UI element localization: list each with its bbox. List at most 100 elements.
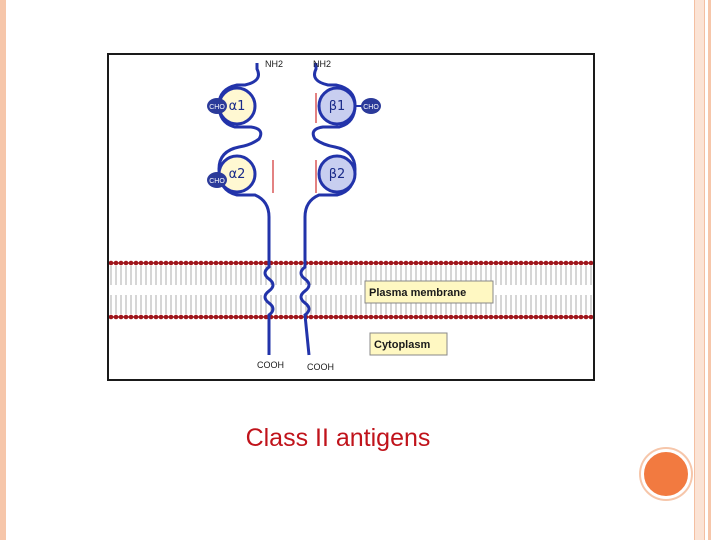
lipid-head — [293, 314, 299, 320]
lipid-head — [193, 260, 199, 266]
lipid-head — [578, 314, 584, 320]
lipid-head — [163, 314, 169, 320]
alpha-n-terminus: NH2 — [265, 59, 283, 69]
lipid-head — [543, 314, 549, 320]
lipid-head — [333, 314, 339, 320]
lipid-head — [228, 260, 234, 266]
lipid-head — [378, 260, 384, 266]
lipid-head — [413, 260, 419, 266]
cho-alpha1-label: CHO — [209, 104, 225, 111]
lipid-head — [458, 314, 464, 320]
lipid-head — [208, 314, 214, 320]
decorative-orange-circle — [641, 449, 691, 499]
slide-left-edge — [0, 0, 6, 540]
lipid-head — [153, 314, 159, 320]
cho-alpha1 — [207, 98, 227, 114]
lipid-head — [248, 260, 254, 266]
lipid-head — [578, 260, 584, 266]
lipid-head — [378, 314, 384, 320]
lipid-head — [178, 260, 184, 266]
terminus-labels: NH2 NH2 COOH COOH — [257, 59, 334, 372]
lipid-head — [148, 260, 154, 266]
lipid-head — [468, 260, 474, 266]
lipid-head — [358, 314, 364, 320]
lipid-head — [353, 314, 359, 320]
lipid-head — [483, 260, 489, 266]
lipid-head — [508, 260, 514, 266]
lipid-head — [473, 314, 479, 320]
lipid-head — [243, 314, 249, 320]
lipid-head — [443, 260, 449, 266]
alpha1-label: α1 — [229, 99, 246, 114]
lipid-head — [528, 314, 534, 320]
lipid-head — [368, 314, 374, 320]
membrane-lipid-background — [109, 260, 593, 320]
lipid-head — [468, 314, 474, 320]
lipid-head — [143, 260, 149, 266]
lipid-head — [358, 260, 364, 266]
lipid-head — [488, 260, 494, 266]
lipid-head — [233, 260, 239, 266]
lipid-head — [258, 314, 264, 320]
lipid-head — [198, 260, 204, 266]
lipid-head — [203, 260, 209, 266]
lipid-head — [553, 314, 559, 320]
plasma-membrane-label: Plasma membrane — [369, 287, 466, 299]
cytoplasm-label: Cytoplasm — [374, 339, 430, 351]
lipid-head — [483, 314, 489, 320]
lipid-head — [183, 314, 189, 320]
lipid-head — [493, 260, 499, 266]
lipid-head — [433, 314, 439, 320]
lipid-head — [548, 314, 554, 320]
lipid-head — [333, 260, 339, 266]
lipid-head — [118, 260, 124, 266]
lipid-head — [363, 260, 369, 266]
lipid-head — [538, 260, 544, 266]
lipid-head — [323, 314, 329, 320]
lipid-head — [453, 314, 459, 320]
lipid-head — [283, 314, 289, 320]
lipid-head — [313, 314, 319, 320]
lipid-head — [548, 260, 554, 266]
lipid-head — [563, 260, 569, 266]
beta-c-terminus: COOH — [307, 362, 334, 372]
lipid-head — [383, 260, 389, 266]
lipid-head — [408, 314, 414, 320]
lipid-head — [463, 314, 469, 320]
lipid-head — [538, 314, 544, 320]
lipid-head — [518, 314, 524, 320]
lipid-head — [478, 314, 484, 320]
lipid-head — [258, 260, 264, 266]
lipid-head — [183, 260, 189, 266]
lipid-head — [388, 314, 394, 320]
lipid-head — [109, 314, 114, 320]
lipid-head — [393, 260, 399, 266]
lipid-head — [143, 314, 149, 320]
lipid-head — [158, 260, 164, 266]
lipid-head — [398, 314, 404, 320]
lipid-head — [588, 260, 593, 266]
lipid-head — [348, 260, 354, 266]
lipid-head — [243, 260, 249, 266]
lipid-head — [363, 314, 369, 320]
lipid-head — [208, 260, 214, 266]
lipid-head — [383, 314, 389, 320]
lipid-head — [503, 314, 509, 320]
lipid-head — [423, 314, 429, 320]
lipid-head — [283, 260, 289, 266]
lipid-head — [133, 314, 139, 320]
lipid-head — [353, 260, 359, 266]
lipid-head — [148, 314, 154, 320]
lipid-head — [113, 260, 119, 266]
lipid-head — [123, 314, 129, 320]
lipid-head — [543, 260, 549, 266]
lipid-head — [453, 260, 459, 266]
lipid-head — [348, 314, 354, 320]
beta1-label: β1 — [329, 99, 346, 114]
lipid-head — [498, 260, 504, 266]
lipid-head — [308, 314, 314, 320]
lipid-head — [513, 314, 519, 320]
lipid-head — [583, 260, 589, 266]
lipid-head — [278, 314, 284, 320]
lipid-head — [313, 260, 319, 266]
